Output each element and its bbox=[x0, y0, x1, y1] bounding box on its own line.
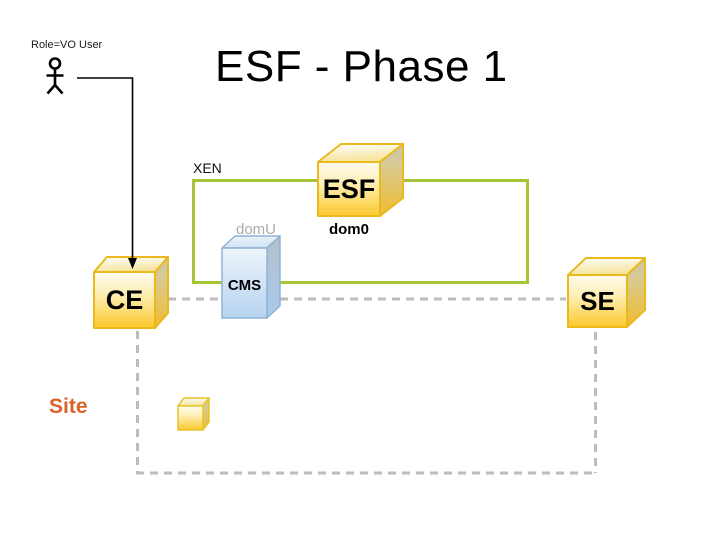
ce-cube-label: CE bbox=[105, 285, 144, 315]
esf-cube-label: ESF bbox=[322, 174, 376, 204]
domu-label: domU bbox=[235, 221, 276, 238]
xen-region-label: XEN bbox=[193, 160, 222, 176]
role-vo-user-label: Role=VO User bbox=[31, 39, 103, 51]
cms-cube-label: CMS bbox=[227, 277, 262, 294]
dom0-label: dom0 bbox=[328, 221, 369, 238]
se-cube-label: SE bbox=[580, 286, 615, 316]
slide-title: ESF - Phase 1 bbox=[215, 42, 508, 91]
se-cube bbox=[567, 257, 646, 328]
site-region-label: Site bbox=[49, 395, 88, 418]
site-region-border bbox=[136, 297, 597, 475]
cms-cube bbox=[221, 235, 281, 319]
user-to-ce-arrow bbox=[77, 77, 137, 269]
small-cube bbox=[177, 397, 210, 431]
ce-cube bbox=[93, 256, 169, 329]
esf-cube bbox=[317, 143, 404, 217]
arrowhead-down-icon bbox=[128, 258, 137, 269]
user-actor-icon bbox=[46, 57, 64, 95]
